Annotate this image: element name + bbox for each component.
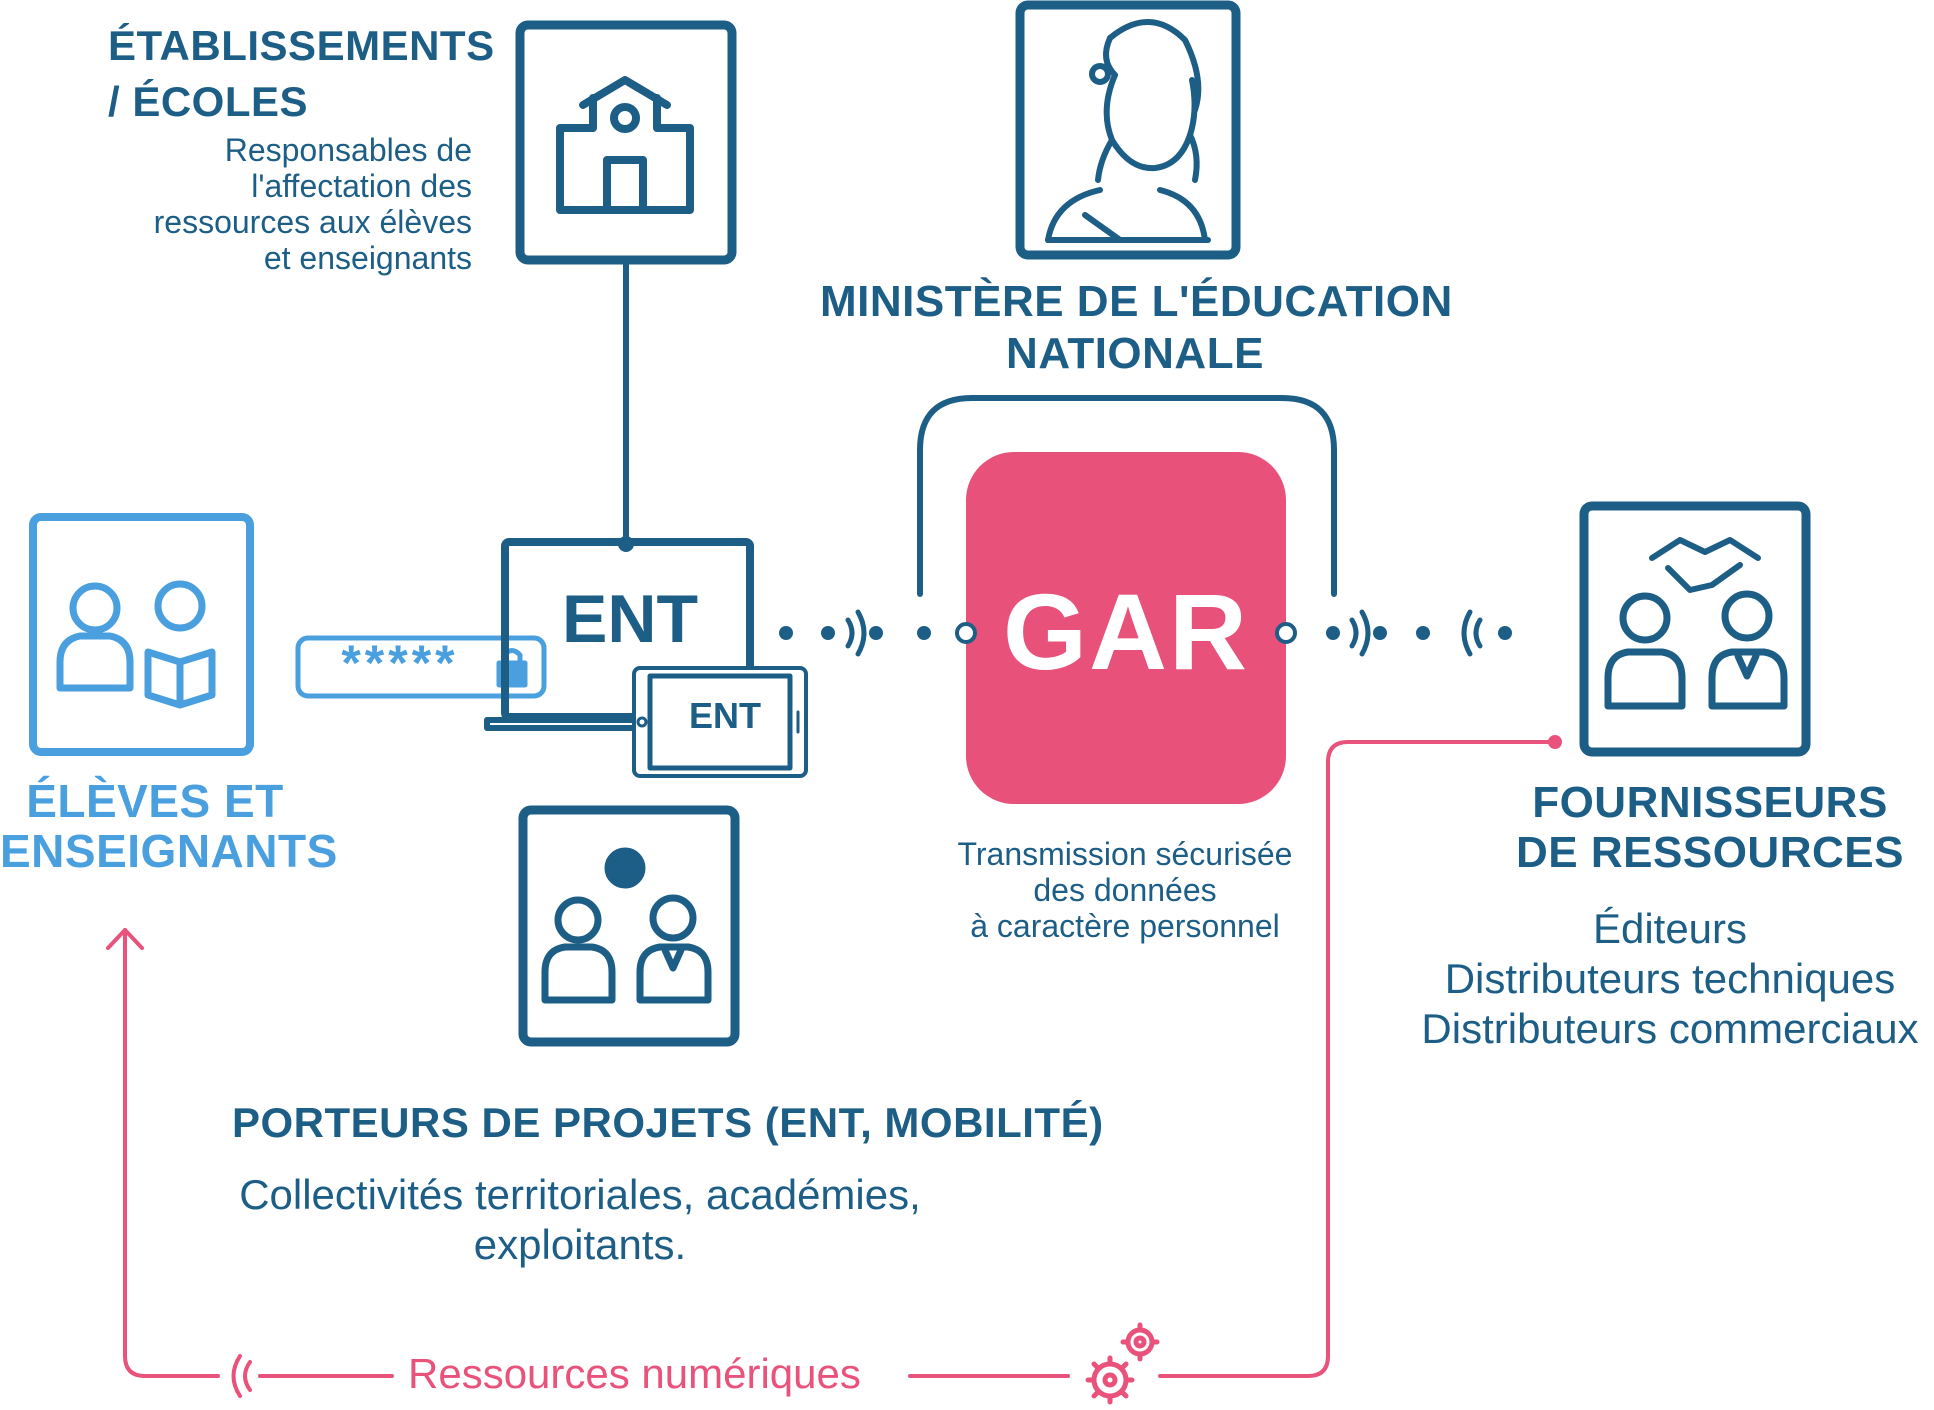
school-box bbox=[515, 20, 737, 265]
resource-flow-label: Ressources numériques bbox=[408, 1350, 861, 1397]
school-icon bbox=[556, 76, 694, 214]
tablet-icon bbox=[632, 666, 808, 778]
fournisseurs-title: FOURNISSEURS DE RESSOURCES bbox=[1516, 778, 1904, 877]
etablissements-description: Responsables de l'affectation des ressou… bbox=[153, 132, 472, 276]
gears-icon bbox=[1085, 1322, 1160, 1405]
fournisseurs-box bbox=[1579, 501, 1811, 757]
porteurs-title: PORTEURS DE PROJETS (ENT, MOBILITÉ) bbox=[232, 1099, 1104, 1146]
students-box bbox=[29, 513, 254, 756]
ministere-title: MINISTÈRE DE L'ÉDUCATION NATIONALE bbox=[820, 277, 1453, 378]
password-mask: ***** bbox=[341, 635, 459, 691]
handshake-icon bbox=[1649, 537, 1761, 593]
gar-description: Transmission sécurisée des données à car… bbox=[957, 836, 1293, 944]
porteurs-box bbox=[518, 805, 740, 1047]
eleves-title: ÉLÈVES ET ENSEIGNANTS bbox=[0, 775, 338, 877]
signal-link-left bbox=[779, 609, 975, 657]
suppliers-icon bbox=[1604, 590, 1788, 710]
fournisseurs-description: Éditeurs Distributeurs techniques Distri… bbox=[1421, 905, 1919, 1052]
signal-icon bbox=[231, 1354, 252, 1398]
ent-tablet-label: ENT bbox=[689, 695, 761, 736]
ent-laptop-label: ENT bbox=[562, 581, 698, 657]
gar-label: GAR bbox=[1003, 570, 1249, 692]
signal-link-right bbox=[1280, 609, 1512, 657]
gar-bracket bbox=[917, 395, 1337, 597]
porteurs-description: Collectivités territoriales, académies, … bbox=[239, 1171, 921, 1268]
marianne-icon bbox=[1045, 19, 1211, 243]
signal-icon bbox=[845, 609, 867, 657]
project-holders-icon bbox=[541, 847, 712, 1004]
etablissements-title: ÉTABLISSEMENTS / ÉCOLES bbox=[108, 22, 495, 125]
ministere-box bbox=[1015, 0, 1241, 260]
resource-flow bbox=[106, 735, 1562, 1398]
students-icon bbox=[56, 580, 216, 709]
gar-box bbox=[966, 452, 1286, 804]
